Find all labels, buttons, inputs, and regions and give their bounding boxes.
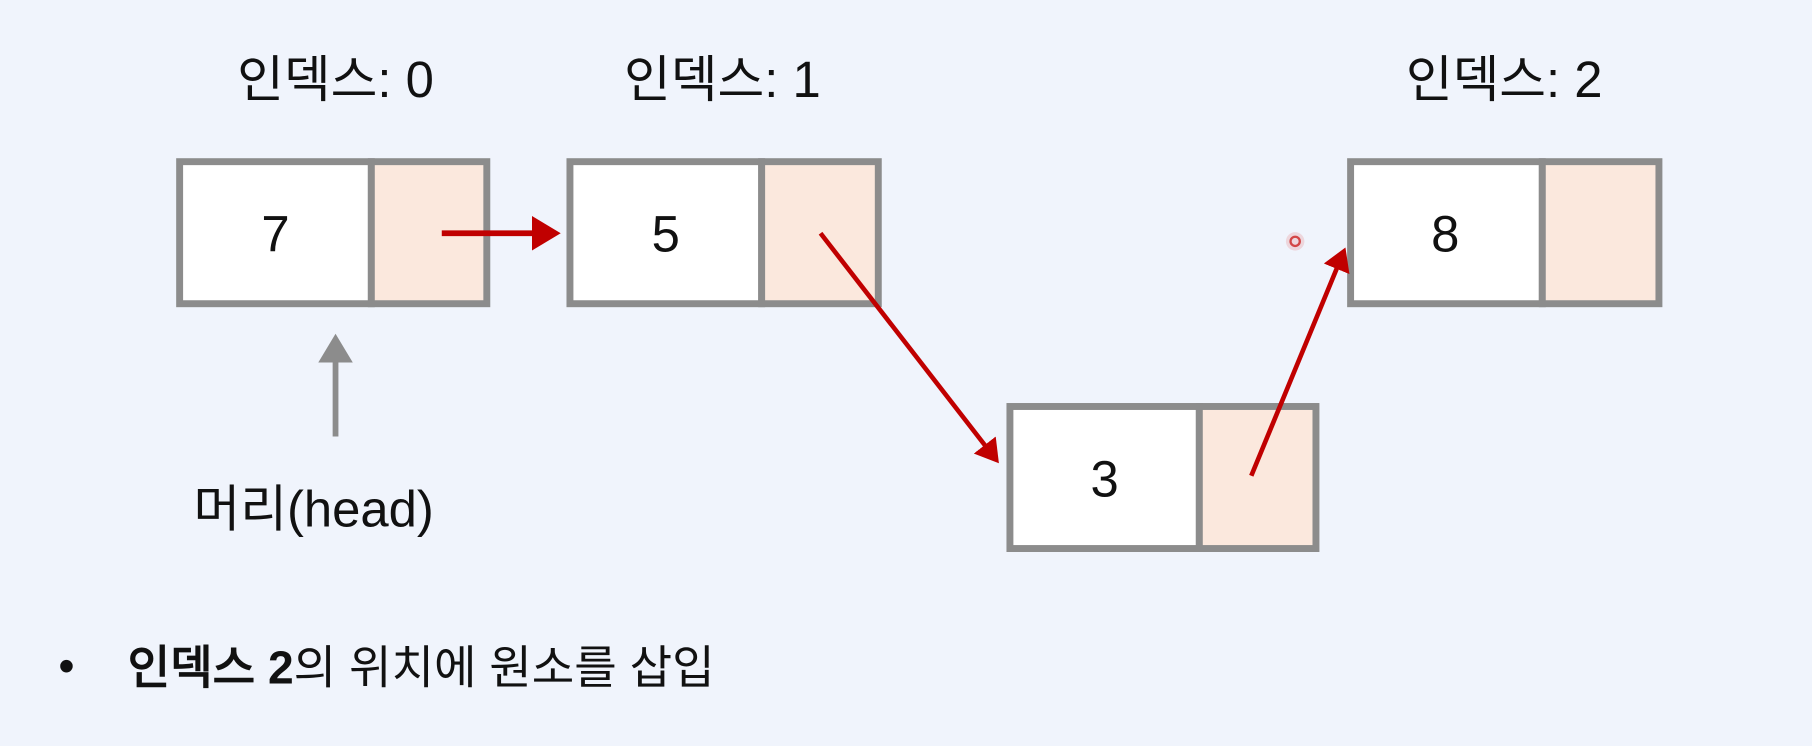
index-label-0: 인덱스: 0 (237, 51, 434, 108)
bullet-text-bold: 인덱스 2 (128, 642, 294, 694)
node-2: 8 (1347, 158, 1663, 308)
arrow-1-to-new (818, 231, 999, 464)
node-1: 5 (566, 158, 882, 308)
node-new: 3 (1006, 403, 1320, 552)
cursor-dot-icon (1289, 235, 1301, 248)
node-value: 8 (1431, 206, 1459, 263)
node-value: 7 (261, 206, 289, 263)
index-label-2: 인덱스: 2 (1406, 51, 1603, 108)
arrow-new-to-2 (1249, 247, 1350, 477)
head-label: 머리(head) (193, 481, 433, 538)
bullet-text-rest: 의 위치에 원소를 삽입 (294, 642, 715, 694)
bullet-icon: • (58, 639, 74, 691)
cursor-halo-icon (1285, 232, 1305, 251)
node-value: 5 (652, 206, 680, 263)
node-0: 7 (176, 158, 491, 308)
bullet-text: 인덱스 2의 위치에 원소를 삽입 (128, 642, 715, 694)
node-value: 3 (1090, 451, 1118, 508)
index-label-1: 인덱스: 1 (624, 51, 821, 108)
